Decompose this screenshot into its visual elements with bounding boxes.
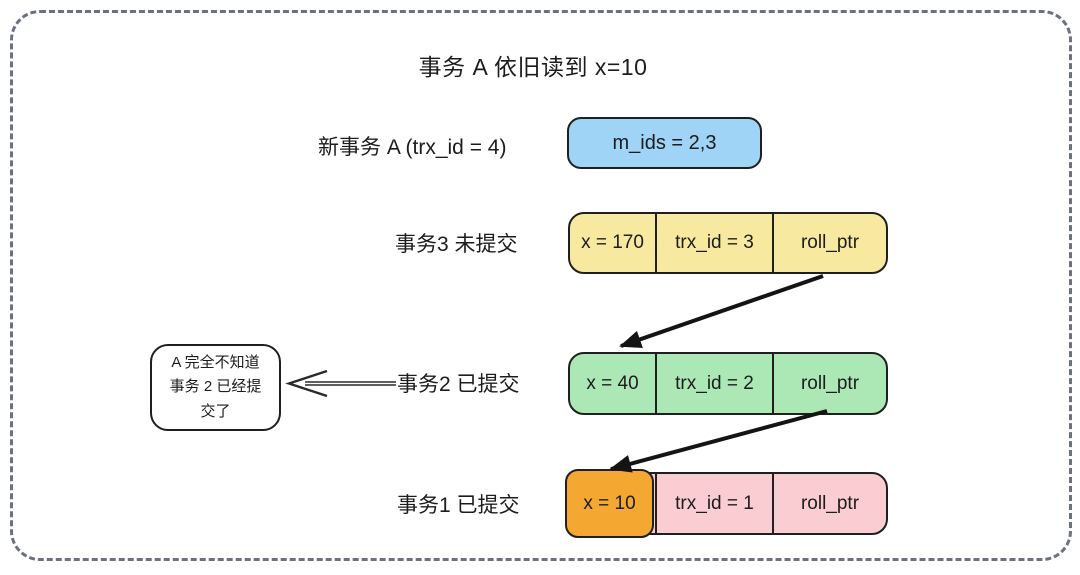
trx2-cell-rollptr: roll_ptr (800, 372, 860, 394)
diagram-title: 事务 A 依旧读到 x=10 (418, 54, 648, 80)
trx3-cell-x: x = 170 (581, 232, 644, 253)
trx1-label: 事务1 已提交 (397, 494, 520, 517)
dashed-frame-border (10, 10, 1072, 561)
readview-label: 新事务 A (trx_id = 4) (318, 136, 507, 159)
trx3-cell-trxid: trx_id = 3 (655, 214, 774, 272)
trx3-label: 事务3 未提交 (395, 233, 518, 256)
trx1-cell-rollptr: roll_ptr (800, 492, 860, 514)
trx2-version-box: x = 40 trx_id = 2 roll_ptr (568, 352, 888, 415)
trx2-cell-trxid: trx_id = 2 (655, 354, 774, 413)
readview-box: m_ids = 2,3 (567, 117, 762, 169)
trx2-label: 事务2 已提交 (397, 373, 520, 396)
note-bubble: A 完全不知道 事务 2 已经提 交了 (150, 344, 281, 431)
trx3-cell-rollptr: roll_ptr (800, 232, 860, 253)
trx3-version-box: x = 170 trx_id = 3 roll_ptr (568, 212, 888, 274)
x10-highlight-cell: x = 10 (565, 469, 654, 538)
trx1-cell-trxid: trx_id = 1 (655, 474, 774, 533)
readview-value: m_ids = 2,3 (612, 131, 717, 154)
trx2-cell-x: x = 40 (586, 372, 639, 394)
